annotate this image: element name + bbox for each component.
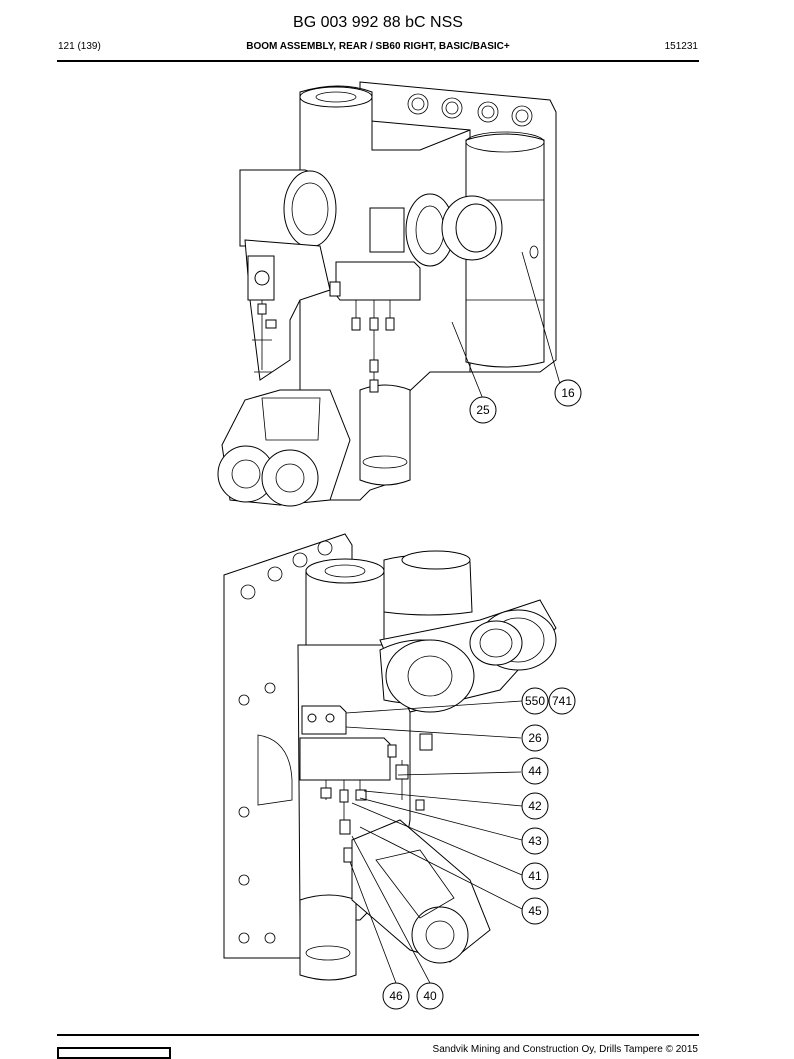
svg-text:550: 550 <box>525 694 545 708</box>
callout-46[interactable]: 46 <box>382 982 410 1010</box>
document-title: BG 003 992 88 bC NSS <box>293 14 463 31</box>
callout-45[interactable]: 45 <box>521 897 549 925</box>
page-number: 121 (139) <box>58 41 101 52</box>
callout-42[interactable]: 42 <box>521 792 549 820</box>
footer-rule <box>57 1034 699 1036</box>
svg-text:41: 41 <box>528 869 542 883</box>
boom-assembly-bottom-view <box>223 533 557 981</box>
callout-40[interactable]: 40 <box>416 982 444 1010</box>
footer-logo <box>57 1047 171 1059</box>
callout-44[interactable]: 44 <box>521 757 549 785</box>
svg-text:40: 40 <box>423 989 437 1003</box>
svg-text:16: 16 <box>561 386 575 400</box>
footer-copyright: Sandvik Mining and Construction Oy, Dril… <box>432 1044 698 1055</box>
svg-text:741: 741 <box>552 694 572 708</box>
callout-41[interactable]: 41 <box>521 862 549 890</box>
document-code: 151231 <box>664 41 698 52</box>
svg-text:44: 44 <box>528 764 542 778</box>
svg-text:45: 45 <box>528 904 542 918</box>
callout-741[interactable]: 741 <box>548 687 576 715</box>
callout-550[interactable]: 550 <box>521 687 549 715</box>
header-rule <box>57 60 699 62</box>
callout-43[interactable]: 43 <box>521 827 549 855</box>
callout-26[interactable]: 26 <box>521 724 549 752</box>
callout-16[interactable]: 16 <box>554 379 582 407</box>
svg-text:46: 46 <box>389 989 403 1003</box>
section-title: BOOM ASSEMBLY, REAR / SB60 RIGHT, BASIC/… <box>246 41 510 52</box>
svg-text:25: 25 <box>476 403 490 417</box>
callout-25[interactable]: 25 <box>469 396 497 424</box>
svg-text:43: 43 <box>528 834 542 848</box>
svg-text:26: 26 <box>528 731 542 745</box>
boom-assembly-top-view <box>217 81 557 507</box>
svg-text:42: 42 <box>528 799 542 813</box>
